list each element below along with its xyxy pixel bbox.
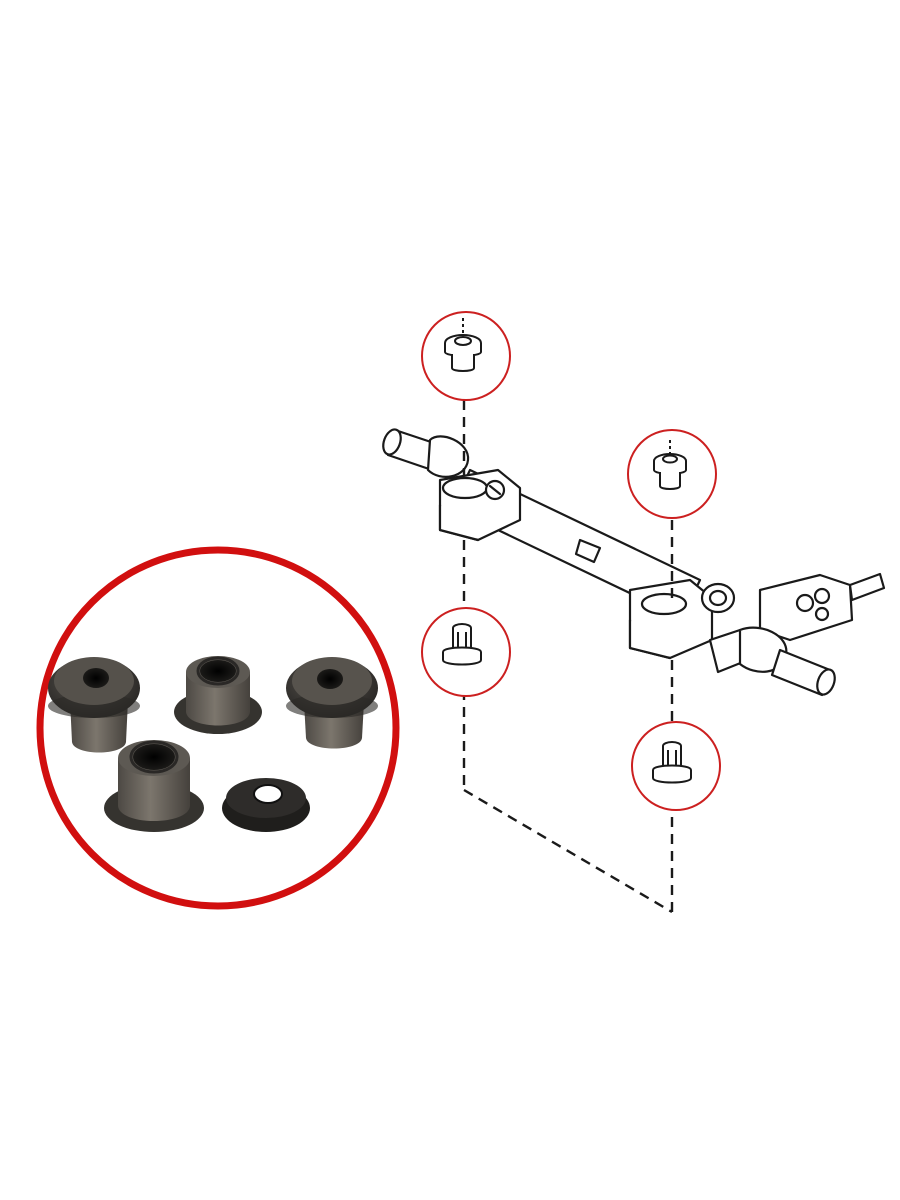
washer-photo: [222, 778, 310, 832]
callout-bottom-right: [631, 721, 721, 811]
flanged-bushing-icon: [444, 318, 482, 372]
callout-top-left: [421, 311, 511, 401]
assembly-dashed-lines: [462, 400, 674, 914]
stepped-bushing-icon: [652, 741, 692, 784]
bushing-photo: [174, 656, 262, 734]
bushing-photo: [286, 657, 378, 749]
bushing-photo: [104, 740, 204, 832]
flanged-bushing-icon: [653, 440, 687, 490]
stepped-bushing-icon: [442, 623, 482, 666]
callout-bottom-left: [421, 607, 511, 697]
product-photo: [36, 546, 400, 910]
callout-top-right: [627, 429, 717, 519]
steering-rack-drawing: [382, 428, 886, 697]
bushing-photo: [48, 657, 140, 753]
